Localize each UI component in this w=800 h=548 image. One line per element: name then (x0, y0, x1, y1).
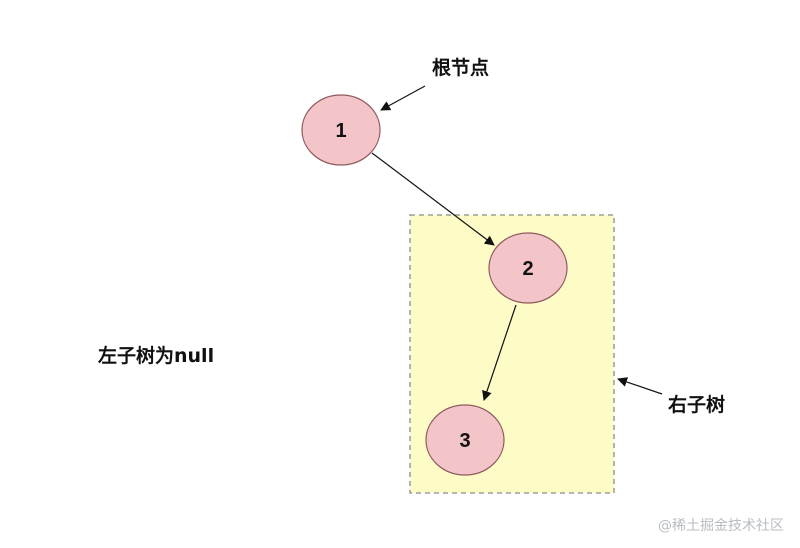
tree-node-1-circle (301, 94, 381, 166)
root-callout-label: 根节点 (432, 56, 489, 79)
tree-node-3: 3 (425, 404, 505, 476)
tree-node-2-circle (488, 232, 568, 304)
tree-node-2: 2 (488, 232, 568, 304)
left-subtree-callout-label: 左子树为null (98, 344, 214, 367)
tree-node-1-label: 1 (335, 120, 346, 142)
root-callout-arrow (380, 85, 426, 111)
right-subtree-callout-arrow (617, 377, 663, 395)
tree-node-3-label: 3 (459, 430, 470, 452)
tree-node-3-circle (425, 404, 505, 476)
tree-node-1: 1 (301, 94, 381, 166)
right-subtree-callout-label: 右子树 (667, 393, 725, 416)
watermark-text: @稀土掘金技术社区 (658, 518, 784, 534)
tree-node-2-label: 2 (522, 258, 533, 280)
edge-2-3 (482, 304, 517, 401)
edge-1-2 (371, 152, 495, 246)
